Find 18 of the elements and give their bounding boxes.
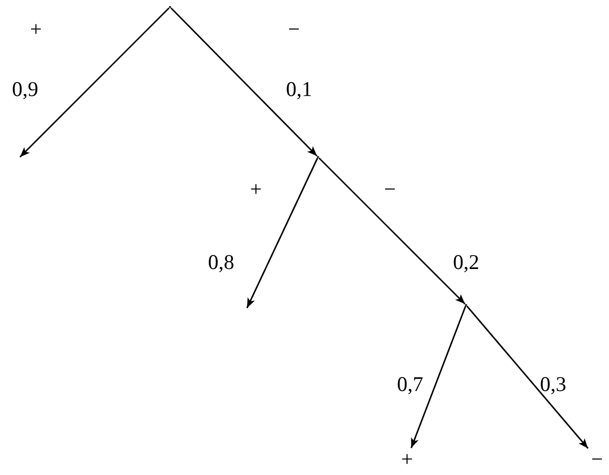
arrow bbox=[246, 158, 318, 308]
sign-label: + bbox=[250, 178, 262, 200]
arrow bbox=[19, 7, 170, 158]
sign-label: − bbox=[384, 178, 396, 200]
probability-label: 0,2 bbox=[453, 251, 480, 273]
outcome-label: − bbox=[591, 448, 603, 470]
arrow bbox=[466, 306, 589, 449]
probability-label: 0,7 bbox=[397, 373, 424, 395]
probability-label: 0,8 bbox=[208, 251, 234, 273]
arrow bbox=[318, 157, 466, 305]
probability-label: 0,3 bbox=[540, 373, 566, 395]
sign-label: + bbox=[30, 18, 42, 40]
probability-label: 0,9 bbox=[12, 78, 38, 100]
probability-label: 0,1 bbox=[286, 78, 312, 100]
outcome-label: + bbox=[401, 448, 413, 470]
sign-label: − bbox=[288, 18, 300, 40]
arrow bbox=[170, 7, 318, 157]
arrow bbox=[410, 306, 466, 448]
